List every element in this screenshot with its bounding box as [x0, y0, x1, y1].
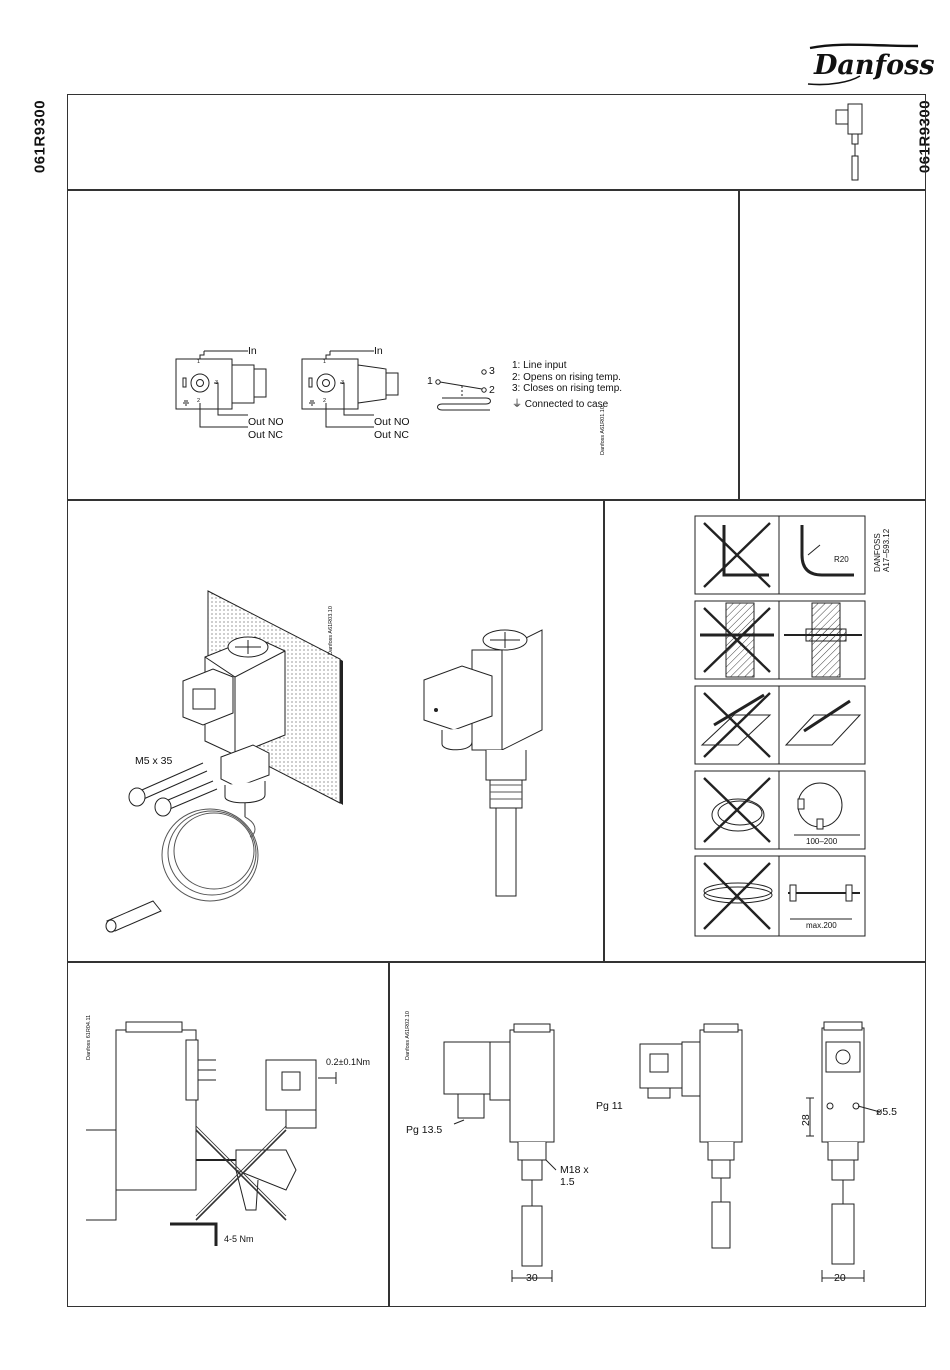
product-thumbnail: [830, 100, 880, 184]
doc-code-left: 061R9300: [31, 99, 49, 174]
screw-label: M5 x 35: [135, 755, 173, 767]
capillary-grid: R20 100–200 max.200: [694, 515, 866, 937]
capillary-ref-line2: A17–593.12: [882, 528, 891, 572]
height28-label: 28: [800, 1114, 812, 1126]
width30-label: 30: [526, 1272, 538, 1284]
pg11-label: Pg 11: [596, 1100, 623, 1112]
terminal-1-label: 1: [323, 359, 327, 365]
mounting-panel: [67, 500, 604, 962]
wire-in-label: In: [248, 345, 257, 357]
capillary-panel: [604, 500, 926, 962]
wire-out-nc-label: Out NC: [248, 429, 284, 441]
hole-label: ø5.5: [876, 1106, 898, 1118]
legend-line-1: 1: Line input: [512, 360, 567, 371]
bend-radius-label: R20: [834, 555, 849, 564]
dimensions-panel: [389, 962, 926, 1307]
switch-pin-1: 1: [427, 375, 433, 387]
legend-line-2: 2: Opens on rising temp.: [512, 372, 621, 383]
wire-out-no-label: Out NO: [248, 416, 284, 428]
legend-line-4: ⏚ Connected to case: [512, 399, 609, 410]
thread-label: M18 x 1.5: [560, 1164, 589, 1188]
dimension-view-1: Pg 13.5 M18 x 1.5 30: [400, 1020, 600, 1290]
wrench-torque-label: 4-5 Nm: [224, 1234, 254, 1244]
danfoss-logo: Danfoss: [800, 40, 935, 88]
max-spacing-label: max.200: [806, 921, 837, 930]
dimension-view-3: ø5.5 28 20: [796, 1018, 926, 1290]
terminal-2-label: 2: [197, 398, 201, 404]
switch-pin-2: 2: [489, 384, 495, 396]
terminal-2-label: 2: [323, 398, 327, 404]
pg135-label: Pg 13.5: [406, 1124, 443, 1136]
wire-in-label: In: [374, 345, 383, 357]
switch-pin-3: 3: [489, 365, 495, 377]
wire-out-nc-label: Out NC: [374, 429, 410, 441]
header-frame: [67, 94, 926, 190]
wiring-ref: Danfoss A61R01.10: [600, 406, 606, 455]
capillary-ref: DANFOSS A17–593.12: [873, 529, 891, 572]
wiring-side-panel: [739, 190, 926, 500]
connector-diagram-2: 1 2 3 In Out NO Out NC: [296, 345, 416, 445]
terminal-3-label: 3: [341, 380, 345, 386]
wire-out-no-label: Out NO: [374, 416, 410, 428]
torque-illustration: 0.2±0.1Nm 4-5 Nm: [86, 1020, 386, 1260]
width20-label: 20: [834, 1272, 846, 1284]
capillary-ref-line1: DANFOSS: [873, 533, 882, 572]
switch-symbol: 1 3 2: [426, 364, 506, 416]
mounting-ref: Danfoss A61R03.10: [328, 606, 334, 655]
clip-spacing-label: 100–200: [806, 837, 838, 846]
danfoss-logo-graphic: [807, 43, 919, 86]
wall-mount-illustration: M5 x 35: [95, 585, 355, 945]
connector-diagram-1: 1 2 3 In Out NO Out NC: [170, 345, 290, 445]
terminal-1-label: 1: [197, 359, 201, 365]
logo-wordmark: Danfoss: [814, 50, 935, 81]
torque-panel: [67, 962, 389, 1307]
wiring-panel: [67, 190, 739, 500]
immersion-illustration: [418, 620, 568, 900]
terminal-3-label: 3: [215, 380, 219, 386]
legend-line-3: 3: Closes on rising temp.: [512, 383, 623, 394]
dimension-view-2: Pg 11: [590, 1020, 760, 1250]
connector-torque-label: 0.2±0.1Nm: [326, 1057, 370, 1067]
